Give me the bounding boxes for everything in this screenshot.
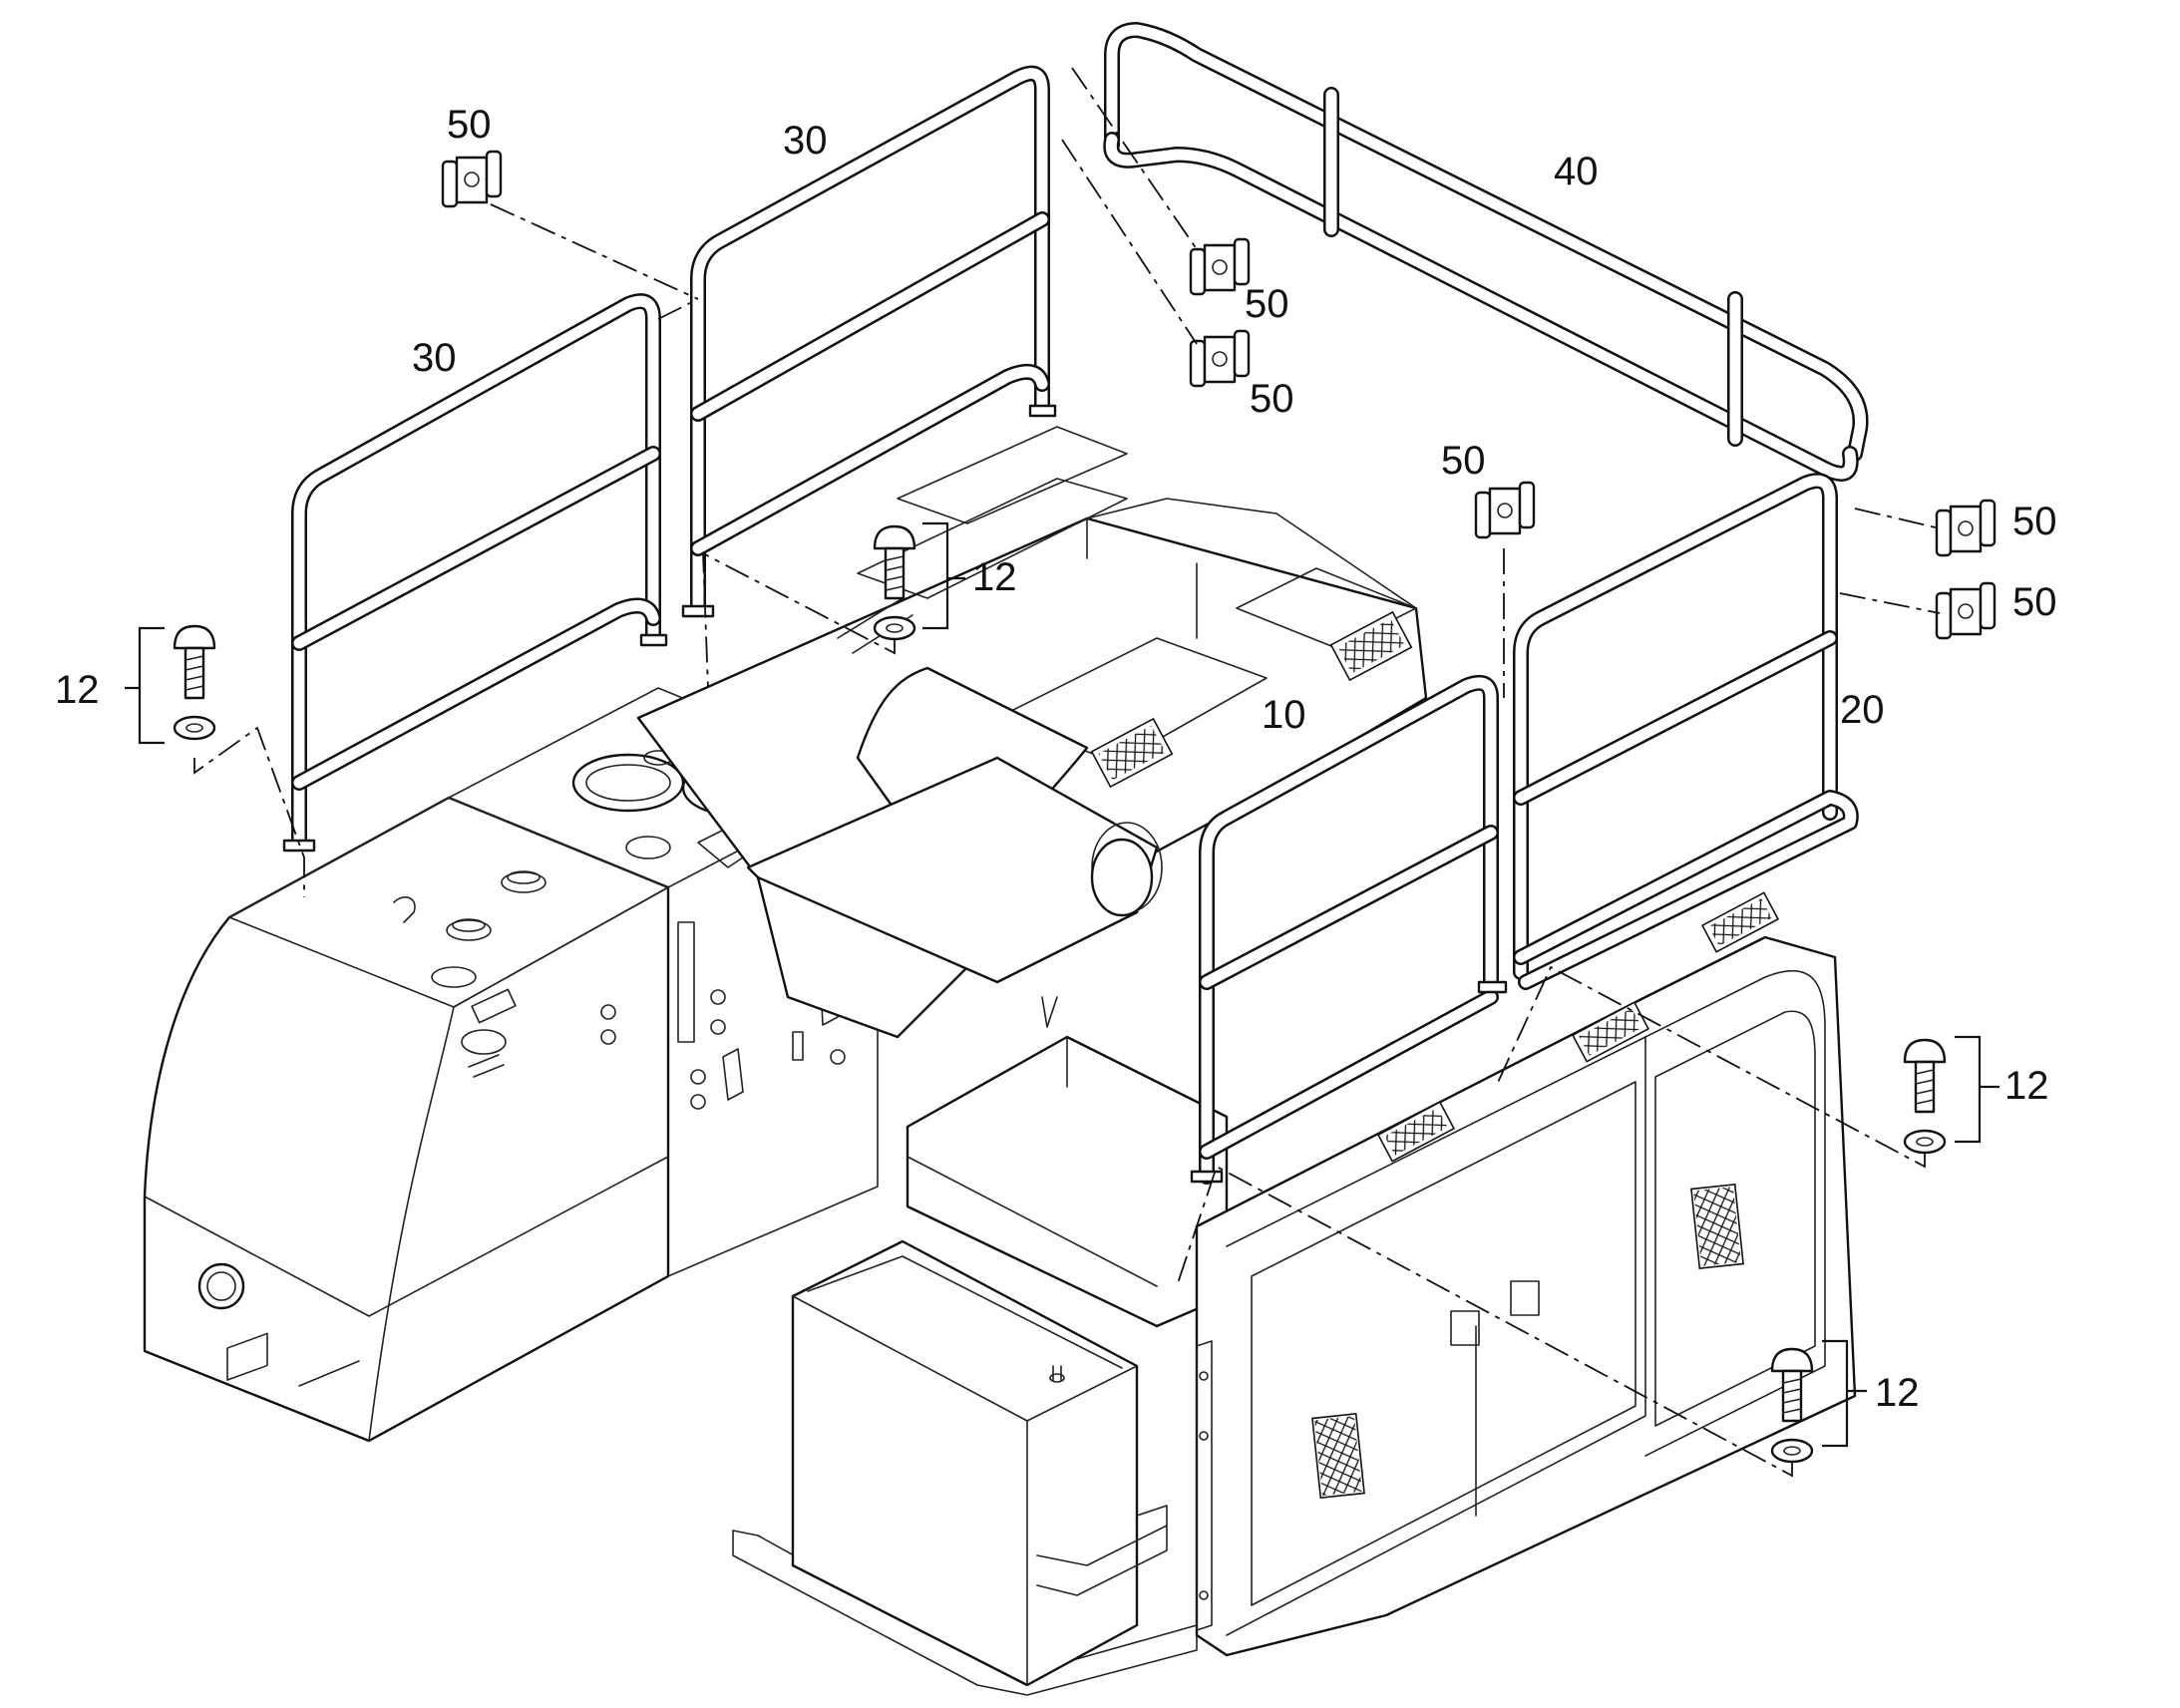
bolt-bottom <box>1770 1347 1814 1464</box>
coupler-center <box>1474 481 1536 539</box>
coupler-mid-lower <box>1189 329 1251 388</box>
label-coupler-mid-upper: 50 <box>1245 282 1289 326</box>
handrail-rear <box>1103 22 1869 482</box>
label-rail-front: 10 <box>1262 693 1306 737</box>
label-coupler-mid-lower: 50 <box>1250 377 1294 421</box>
label-rail-right: 20 <box>1840 688 1885 732</box>
coupler-right-lower <box>1935 581 1997 640</box>
handrail-left-rear <box>681 65 1057 618</box>
label-rail-left-rear: 30 <box>783 119 828 163</box>
machine-body <box>143 426 1857 1696</box>
bolt-right <box>1903 1038 1947 1155</box>
label-rail-rear: 40 <box>1554 150 1599 193</box>
center-console <box>636 426 1428 1039</box>
battery-box <box>791 1239 1168 1687</box>
label-bolt-right: 12 <box>2004 1064 2049 1108</box>
label-coupler-center: 50 <box>1441 439 1486 483</box>
handrail-right <box>1513 473 1859 990</box>
handrail-front <box>1190 675 1508 1185</box>
leader-lines <box>193 67 1941 1478</box>
bolt-left <box>173 624 216 741</box>
label-rail-left-front: 30 <box>412 336 457 380</box>
coupler-top-left <box>441 150 503 208</box>
coupler-mid-upper <box>1189 237 1251 296</box>
label-bolt-top: 12 <box>972 555 1017 599</box>
label-coupler-top-left: 50 <box>447 103 492 147</box>
bolt-top <box>873 524 916 641</box>
bolts <box>173 524 1947 1464</box>
coupler-right-upper <box>1935 499 1997 557</box>
left-hood <box>143 687 879 1443</box>
handrails <box>282 22 1869 1185</box>
label-coupler-right-upper: 50 <box>2012 500 2057 543</box>
callout-labels: 10 20 30 30 40 50 50 50 50 50 50 12 12 1… <box>55 103 2057 1415</box>
label-coupler-right-lower: 50 <box>2012 580 2057 624</box>
right-hood <box>1195 891 1857 1657</box>
couplers <box>441 150 1997 640</box>
label-bolt-bottom: 12 <box>1875 1371 1920 1415</box>
label-bolt-left: 12 <box>55 668 100 712</box>
handrail-left-front <box>282 293 668 853</box>
callout-brackets <box>125 521 1999 1448</box>
